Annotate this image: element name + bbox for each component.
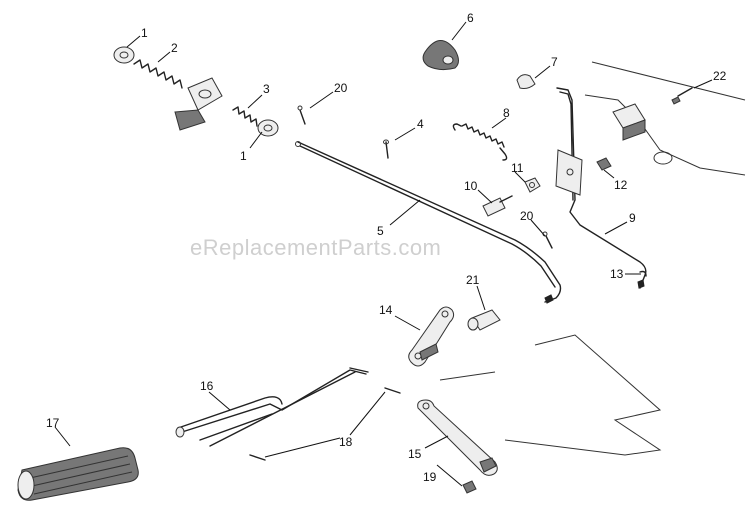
callout-14: 14 (379, 303, 393, 317)
callout-numbers: 1 2 3 1 4 5 6 7 8 9 10 11 12 13 14 15 16… (46, 11, 727, 484)
pedal-pad-part-17 (17, 447, 139, 501)
clip-part-13 (639, 270, 647, 277)
nut-part-11 (524, 177, 541, 193)
callout-1-upper: 1 (141, 26, 148, 40)
callout-13: 13 (610, 267, 624, 281)
cotter-pin-part-20-upper (297, 105, 306, 125)
cap-part-7 (516, 74, 536, 89)
callout-9: 9 (629, 211, 636, 225)
callout-7: 7 (551, 55, 558, 69)
callout-12: 12 (614, 178, 628, 192)
knob-part-6 (422, 40, 459, 71)
leader-lines (54, 21, 713, 487)
nut-part-19 (462, 480, 477, 494)
bracket-plate (174, 77, 223, 131)
nut-part-12 (596, 157, 612, 171)
callout-17: 17 (46, 416, 60, 430)
callout-4: 4 (417, 117, 424, 131)
rod-part-5 (295, 141, 562, 304)
reference-outline (439, 334, 662, 456)
watermark: eReplacementParts.com (190, 235, 441, 260)
callout-22: 22 (713, 69, 727, 83)
callout-20-upper: 20 (334, 81, 348, 95)
callout-6: 6 (467, 11, 474, 25)
callout-16: 16 (200, 379, 214, 393)
spring-part-3 (232, 106, 258, 127)
washer-part-1-lower (257, 119, 279, 137)
switch-part-22 (612, 87, 693, 141)
callout-19: 19 (423, 470, 437, 484)
lever-part-14 (408, 306, 455, 367)
callout-8: 8 (503, 106, 510, 120)
pin-part-4 (383, 139, 389, 159)
callout-20-middle: 20 (520, 209, 534, 223)
callout-15: 15 (408, 447, 422, 461)
callout-2: 2 (171, 41, 178, 55)
shaft-part-16 (175, 367, 369, 447)
bushing-part-21 (467, 309, 501, 331)
callout-11: 11 (511, 161, 524, 175)
callout-18: 18 (339, 435, 353, 449)
frame-outline (584, 61, 746, 176)
washer-part-1-upper (113, 46, 135, 64)
callout-5: 5 (377, 224, 384, 238)
spring-part-2 (133, 59, 183, 89)
callout-1-lower: 1 (240, 149, 247, 163)
lever-part-15 (417, 399, 498, 476)
callout-10: 10 (464, 179, 478, 193)
pins-part-18 (249, 387, 401, 461)
callout-3: 3 (263, 82, 270, 96)
cotter-pin-part-20-middle (542, 231, 553, 249)
callout-21: 21 (466, 273, 480, 287)
spring-part-8 (452, 123, 508, 161)
bolt-part-10 (482, 195, 513, 217)
